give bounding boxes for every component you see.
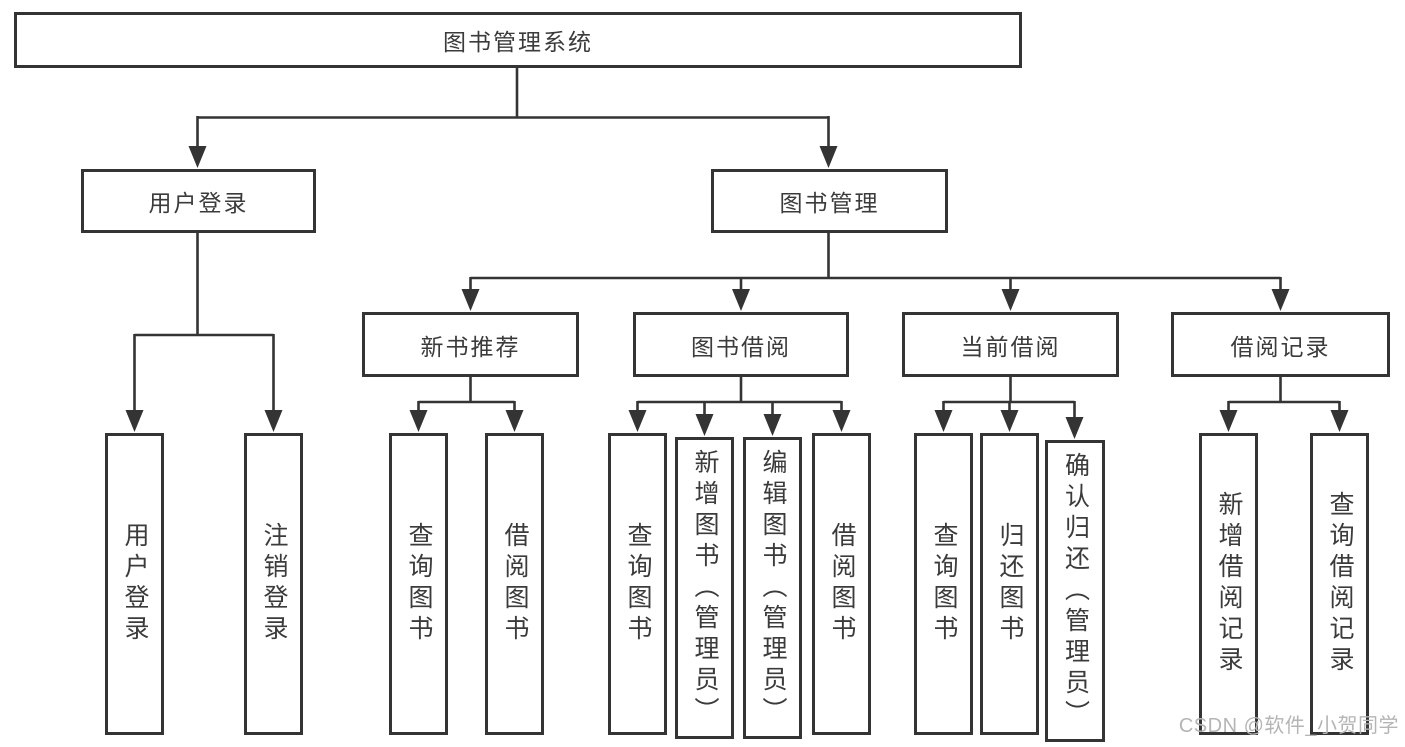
leaf-logout: 注销登录 bbox=[244, 433, 303, 735]
node-new-book-recommend-label: 新书推荐 bbox=[420, 333, 521, 360]
leaf-logout-label: 注销登录 bbox=[260, 522, 288, 646]
watermark: CSDN @软件_小贺同学 bbox=[1178, 715, 1399, 737]
leaf-borrow-add-book-label: 新增图书（管理员） bbox=[691, 448, 719, 728]
leaf-recommend-borrow-book-label: 借阅图书 bbox=[501, 522, 529, 646]
node-root-label: 图书管理系统 bbox=[443, 29, 593, 55]
node-borrow-record: 借阅记录 bbox=[1171, 312, 1390, 377]
leaf-record-query: 查询借阅记录 bbox=[1310, 433, 1369, 735]
arrowhead-icons bbox=[125, 146, 1349, 439]
leaf-record-add-label: 新增借阅记录 bbox=[1215, 491, 1243, 677]
leaf-borrow-borrow-book: 借阅图书 bbox=[812, 433, 871, 735]
leaf-record-query-label: 查询借阅记录 bbox=[1326, 491, 1354, 677]
node-book-management-label: 图书管理 bbox=[779, 190, 880, 216]
node-root: 图书管理系统 bbox=[14, 12, 1022, 68]
leaf-borrow-add-book: 新增图书（管理员） bbox=[675, 437, 734, 739]
leaf-current-return-book: 归还图书 bbox=[980, 433, 1039, 735]
node-book-borrow-label: 图书借阅 bbox=[691, 333, 791, 360]
leaf-borrow-edit-book: 编辑图书（管理员） bbox=[743, 437, 802, 739]
connector-user-login-branch bbox=[133, 233, 275, 416]
connector-root-to-level2 bbox=[196, 68, 830, 152]
connector-book-management-branch bbox=[469, 233, 1282, 295]
leaf-borrow-borrow-book-label: 借阅图书 bbox=[828, 522, 856, 646]
leaf-recommend-query-book: 查询图书 bbox=[389, 433, 448, 735]
leaf-borrow-query-book: 查询图书 bbox=[608, 433, 667, 735]
leaf-recommend-borrow-book: 借阅图书 bbox=[485, 433, 544, 735]
connector-new-book-recommend-branch bbox=[417, 377, 516, 416]
node-current-borrow-label: 当前借阅 bbox=[960, 333, 1061, 360]
node-new-book-recommend: 新书推荐 bbox=[362, 312, 579, 377]
node-book-borrow: 图书借阅 bbox=[633, 312, 849, 377]
leaf-current-query-book: 查询图书 bbox=[914, 433, 973, 735]
connector-borrow-record-branch bbox=[1227, 377, 1341, 416]
leaf-current-return-book-label: 归还图书 bbox=[996, 522, 1024, 646]
leaf-record-add: 新增借阅记录 bbox=[1199, 433, 1258, 735]
node-book-management: 图书管理 bbox=[711, 169, 948, 233]
leaf-recommend-query-book-label: 查询图书 bbox=[405, 522, 433, 646]
connector-current-borrow-branch bbox=[942, 377, 1076, 423]
leaf-current-query-book-label: 查询图书 bbox=[930, 522, 958, 646]
leaf-borrow-edit-book-label: 编辑图书（管理员） bbox=[759, 448, 787, 728]
leaf-user-login: 用户登录 bbox=[105, 433, 164, 735]
node-user-login-label: 用户登录 bbox=[148, 190, 249, 216]
node-borrow-record-label: 借阅记录 bbox=[1230, 333, 1331, 360]
leaf-user-login-label: 用户登录 bbox=[121, 522, 149, 646]
leaf-current-confirm-return: 确认归还（管理员） bbox=[1045, 440, 1105, 742]
node-current-borrow: 当前借阅 bbox=[902, 312, 1119, 377]
leaf-borrow-query-book-label: 查询图书 bbox=[624, 522, 652, 646]
leaf-current-confirm-return-label: 确认归还（管理员） bbox=[1061, 451, 1090, 731]
node-user-login: 用户登录 bbox=[81, 169, 316, 233]
connector-book-borrow-branch bbox=[636, 377, 843, 420]
